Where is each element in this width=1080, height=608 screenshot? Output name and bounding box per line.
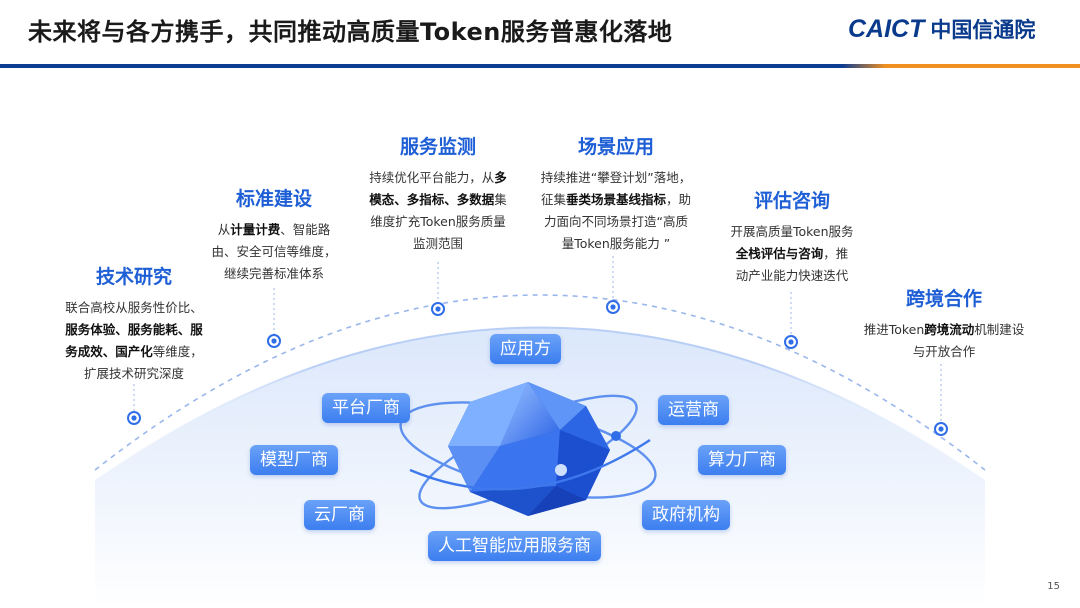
topic-title: 跨境合作 xyxy=(905,288,982,310)
desc-line: 量Token服务能力 ” xyxy=(528,233,704,255)
orbit-moon xyxy=(555,464,567,476)
pill-compute: 算力厂商 xyxy=(698,445,786,475)
topic-desc: 持续优化平台能力，从多模态、多指标、多数据集维度扩充Token服务质量监测范围 xyxy=(348,167,528,255)
pill-gov: 政府机构 xyxy=(642,500,730,530)
pill-operator: 运营商 xyxy=(658,395,729,425)
desc-text: 持续推进“攀登计划”落地， xyxy=(540,170,692,185)
page-title: 未来将与各方携手，共同推动高质量Token服务普惠化落地 xyxy=(28,18,673,46)
page-number: 15 xyxy=(1047,581,1060,592)
header-divider xyxy=(0,64,1080,68)
desc-text: 监测范围 xyxy=(412,236,463,251)
pill-ai-service: 人工智能应用服务商 xyxy=(428,531,601,561)
desc-line: 力面向不同场景打造“高质 xyxy=(528,211,704,233)
topic-consulting: 评估咨询 开展高质量Token服务全栈评估与咨询，推动产业能力快速迭代 xyxy=(714,186,870,287)
desc-emphasis: 计量计费 xyxy=(230,222,281,237)
desc-emphasis: 多 xyxy=(494,170,507,185)
node-dot xyxy=(131,415,137,421)
desc-text: 、智能路 xyxy=(280,222,331,237)
desc-line: 从计量计费、智能路 xyxy=(196,219,352,241)
desc-line: 监测范围 xyxy=(348,233,528,255)
orbit-moon xyxy=(611,431,621,441)
desc-line: 继续完善标准体系 xyxy=(196,263,352,285)
desc-text: 与开放合作 xyxy=(912,344,976,359)
desc-text: 继续完善标准体系 xyxy=(223,266,324,281)
topic-scenarios: 场景应用 持续推进“攀登计划”落地， 征集垂类场景基线指标，助力面向不同场景打造“… xyxy=(528,132,704,255)
desc-text: 动产业能力快速迭代 xyxy=(735,268,849,283)
topic-tech-research: 技术研究 联合高校从服务性价比、服务体验、服务能耗、服务成效、国产化等维度，扩展… xyxy=(46,262,222,385)
desc-text: 联合高校从服务性价比、 xyxy=(65,300,203,315)
desc-text: 征集 xyxy=(540,192,566,207)
topic-title: 技术研究 xyxy=(95,266,172,288)
timeline-nodes xyxy=(133,256,942,426)
node-dots xyxy=(127,300,948,436)
desc-text: 扩展技术研究深度 xyxy=(83,366,184,381)
caict-logo: CAICT 中国信通院 xyxy=(848,14,1035,44)
topic-desc: 持续推进“攀登计划”落地， 征集垂类场景基线指标，助力面向不同场景打造“高质量To… xyxy=(528,167,704,255)
crystal-icon xyxy=(448,382,610,516)
desc-text: 持续优化平台能力，从 xyxy=(369,170,495,185)
desc-text: 从 xyxy=(217,222,231,237)
topic-standards: 标准建设 从计量计费、智能路由、安全可信等维度， 继续完善标准体系 xyxy=(196,184,352,285)
pill-platform: 平台厂商 xyxy=(322,393,410,423)
topic-title: 标准建设 xyxy=(235,188,312,210)
desc-line: 动产业能力快速迭代 xyxy=(714,265,870,287)
node-dot xyxy=(271,338,277,344)
desc-text: 等维度， xyxy=(152,344,203,359)
desc-text: 推进Token xyxy=(863,322,925,337)
node-dot xyxy=(938,426,944,432)
desc-line: 推进Token跨境流动机制建设 xyxy=(846,319,1042,341)
desc-line: 与开放合作 xyxy=(846,341,1042,363)
pill-app: 应用方 xyxy=(490,334,561,364)
desc-emphasis: 务成效、国产化 xyxy=(65,344,153,359)
desc-line: 服务体验、服务能耗、服 xyxy=(46,319,222,341)
desc-text: 由、安全可信等维度， xyxy=(211,244,337,259)
topic-monitoring: 服务监测 持续优化平台能力，从多模态、多指标、多数据集维度扩充Token服务质量… xyxy=(348,132,528,255)
desc-line: 全栈评估与咨询，推 xyxy=(714,243,870,265)
desc-emphasis: 垂类场景基线指标 xyxy=(565,192,666,207)
logo-cn: 中国信通院 xyxy=(930,18,1036,42)
topic-title: 评估咨询 xyxy=(753,190,830,212)
desc-text: 开展高质量Token服务 xyxy=(730,224,854,239)
desc-text: ，推 xyxy=(823,246,849,261)
desc-text: 维度扩充Token服务质量 xyxy=(370,214,506,229)
node-dot xyxy=(610,304,616,310)
pill-cloud: 云厂商 xyxy=(304,500,375,530)
dome-edge xyxy=(94,326,986,481)
topic-desc: 联合高校从服务性价比、服务体验、服务能耗、服务成效、国产化等维度，扩展技术研究深… xyxy=(46,297,222,385)
desc-line: 持续推进“攀登计划”落地， xyxy=(528,167,704,189)
desc-line: 开展高质量Token服务 xyxy=(714,221,870,243)
desc-line: 持续优化平台能力，从多 xyxy=(348,167,528,189)
desc-emphasis: 服务体验、服务能耗、服 xyxy=(65,322,203,337)
desc-line: 维度扩充Token服务质量 xyxy=(348,211,528,233)
desc-emphasis: 跨境流动 xyxy=(924,322,975,337)
pill-model: 模型厂商 xyxy=(250,445,338,475)
desc-text: 机制建设 xyxy=(974,322,1025,337)
logo-brand: CAICT xyxy=(848,14,925,43)
desc-text: 力面向不同场景打造“高质 xyxy=(544,214,688,229)
desc-line: 模态、多指标、多数据集 xyxy=(348,189,528,211)
node-dot xyxy=(788,339,794,345)
topic-desc: 开展高质量Token服务全栈评估与咨询，推动产业能力快速迭代 xyxy=(714,221,870,287)
topic-title: 服务监测 xyxy=(399,136,476,158)
desc-line: 务成效、国产化等维度， xyxy=(46,341,222,363)
desc-line: 征集垂类场景基线指标，助 xyxy=(528,189,704,211)
desc-text: ，助 xyxy=(666,192,692,207)
topic-title: 场景应用 xyxy=(577,136,654,158)
desc-emphasis: 全栈评估与咨询 xyxy=(735,246,824,261)
topic-desc: 从计量计费、智能路由、安全可信等维度， 继续完善标准体系 xyxy=(196,219,352,285)
desc-line: 扩展技术研究深度 xyxy=(46,363,222,385)
node-dot xyxy=(435,306,441,312)
desc-text: 集 xyxy=(494,192,507,207)
topic-crossborder: 跨境合作 推进Token跨境流动机制建设与开放合作 xyxy=(846,284,1042,363)
topic-desc: 推进Token跨境流动机制建设与开放合作 xyxy=(846,319,1042,363)
desc-line: 由、安全可信等维度， xyxy=(196,241,352,263)
desc-line: 联合高校从服务性价比、 xyxy=(46,297,222,319)
desc-emphasis: 模态、多指标、多数据 xyxy=(369,192,495,207)
desc-text: 量Token服务能力 ” xyxy=(561,236,671,251)
